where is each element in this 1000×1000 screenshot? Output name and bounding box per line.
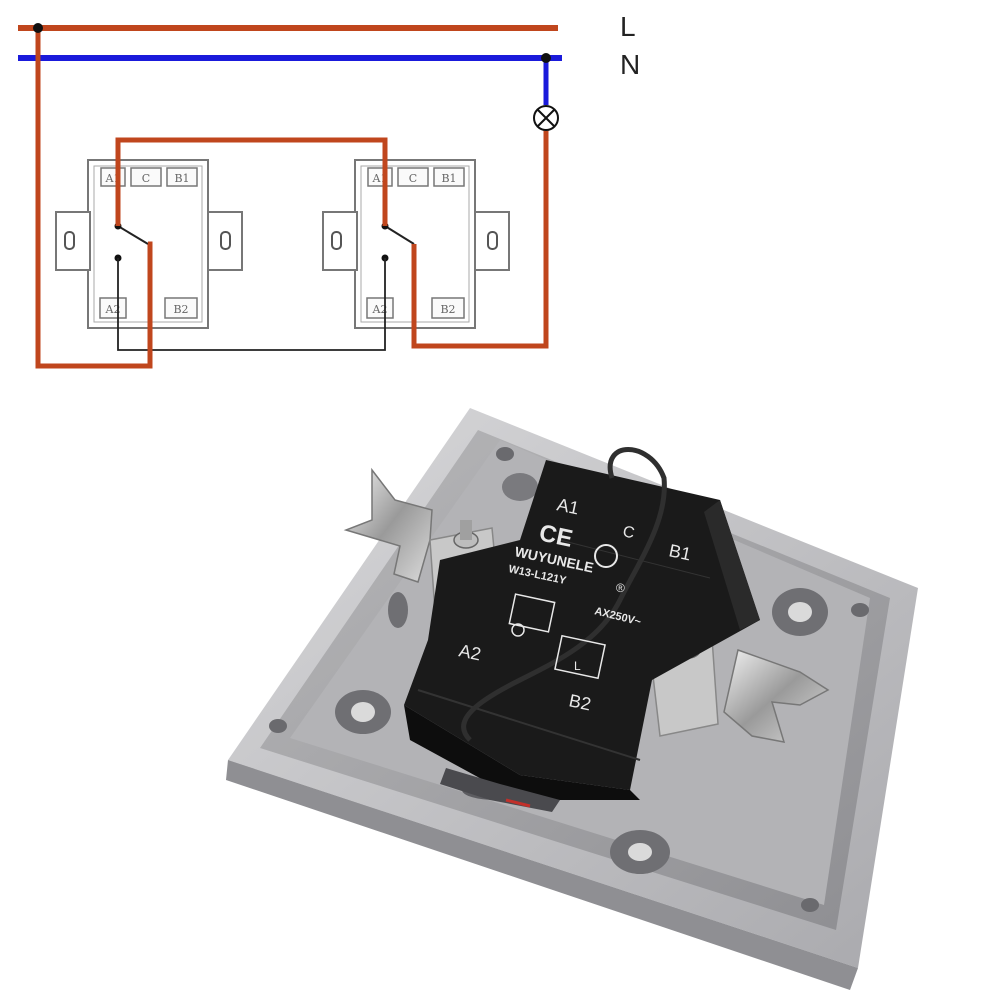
rocker-slot xyxy=(440,768,560,812)
small-hole-left xyxy=(269,719,287,733)
mounting-hole-left-center xyxy=(351,702,375,722)
neutral-junction-dot xyxy=(541,53,551,63)
live-label: L xyxy=(620,11,636,42)
switch-2-terminal-b1 xyxy=(433,167,465,187)
photo-label-l: L xyxy=(574,659,581,673)
switch-2-label-b1: B1 xyxy=(441,172,456,185)
slot-left xyxy=(388,592,408,628)
switch-mechanism: A1 C B1 CE WUYUNELE ® W13-L121Y AX250V~ … xyxy=(404,447,760,800)
small-hole-bottom xyxy=(801,898,819,912)
photo-label-c: C xyxy=(621,523,636,542)
face-plate-edge xyxy=(226,760,858,990)
switch-1-right-ear xyxy=(207,211,243,271)
certification-mark-icon xyxy=(594,544,618,568)
live-feed-wire xyxy=(35,28,153,369)
switch-1-contact-lever xyxy=(117,225,149,245)
mechanism-body xyxy=(404,460,760,790)
lamp-feed-wire xyxy=(411,131,549,349)
mechanism-seam xyxy=(559,539,711,579)
switch-1: A1 C B1 A2 B2 xyxy=(55,159,243,329)
traveler-wire xyxy=(117,258,386,351)
mounting-claw-right xyxy=(723,649,830,743)
lamp-symbol xyxy=(533,105,559,131)
mounting-hole-bottom-center xyxy=(628,843,652,861)
small-hole-right xyxy=(851,603,869,617)
switch-2-terminal-a2 xyxy=(366,297,394,319)
small-hole-top xyxy=(496,447,514,461)
terminal-screw-left-shaft xyxy=(460,520,472,540)
switch-2-terminal-b2 xyxy=(431,297,465,319)
photo-label-b1: B1 xyxy=(667,540,693,564)
switch-1-label-b1: B1 xyxy=(174,172,189,185)
switch-1-label-c: C xyxy=(142,172,150,185)
circuit-symbol-box-2 xyxy=(554,634,606,680)
lamp-cross-b xyxy=(537,109,555,127)
switch-1-terminal-b2 xyxy=(164,297,198,319)
switch-2-terminal-c xyxy=(397,167,429,187)
switch-2-label-b2: B2 xyxy=(440,303,455,316)
switch-photo: A1 C B1 CE WUYUNELE ® W13-L121Y AX250V~ … xyxy=(226,408,918,990)
switch-2-label-a2: A2 xyxy=(372,303,388,316)
switch-2-right-ear xyxy=(474,211,510,271)
switch-1-terminal-b1 xyxy=(166,167,198,187)
rocker-red-accent xyxy=(505,798,531,808)
circuit-symbol-lamp-icon xyxy=(511,623,525,637)
switch-2-label-c: C xyxy=(409,172,417,185)
switch-2-left-screw-hole xyxy=(331,231,342,250)
switch-1-terminal-a2 xyxy=(99,297,127,319)
switch-1-left-screw-hole xyxy=(64,231,75,250)
photo-label-a2: A2 xyxy=(457,640,483,664)
mechanism-base xyxy=(404,705,640,800)
photo-label-a1: A1 xyxy=(555,494,581,518)
circuit-symbol-box xyxy=(508,593,556,633)
switch-1-label-b2: B2 xyxy=(173,303,188,316)
registered-mark: ® xyxy=(616,581,625,595)
wiring-diagram: A1 C B1 A2 B2 A1 C B1 xyxy=(18,11,640,369)
photo-label-b2: B2 xyxy=(567,690,593,714)
switch-1-right-screw-hole xyxy=(220,231,231,250)
neutral-label: N xyxy=(620,49,640,80)
switch-2-right-screw-hole xyxy=(487,231,498,250)
switch-1-label-a2: A2 xyxy=(105,303,121,316)
live-junction-dot xyxy=(33,23,43,33)
internal-wire-loop xyxy=(461,447,667,742)
switch-2-contact-lever xyxy=(384,225,415,245)
switch-1-terminal-c xyxy=(130,167,162,187)
mounting-claw-left xyxy=(343,467,433,583)
mechanism-rib xyxy=(417,689,641,761)
traveler-link-wire xyxy=(115,137,388,226)
mounting-hole-right-center xyxy=(788,602,812,622)
mechanism-side-right xyxy=(704,500,760,630)
mounting-hole-top xyxy=(502,473,538,501)
